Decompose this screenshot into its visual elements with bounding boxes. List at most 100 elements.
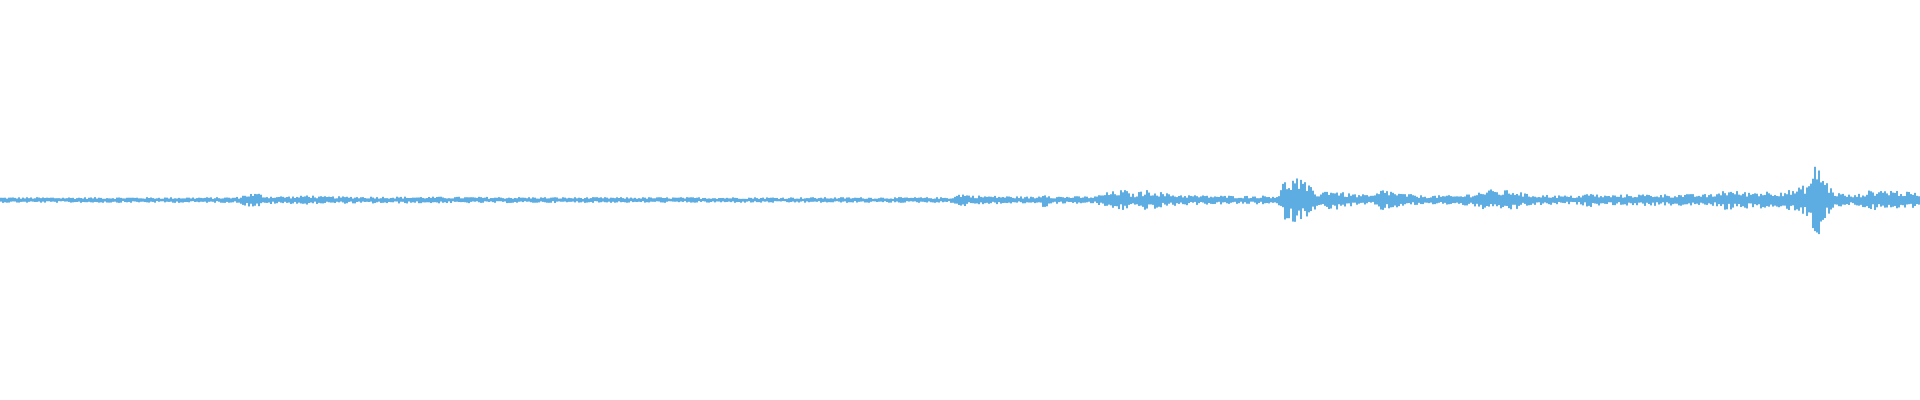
- waveform-bar: [1520, 192, 1522, 205]
- waveform-bar: [1678, 195, 1680, 206]
- waveform-bar: [1774, 195, 1776, 206]
- waveform-bar: [380, 198, 382, 203]
- waveform-bar: [1742, 193, 1744, 207]
- waveform-bar: [636, 198, 638, 203]
- waveform-bar: [996, 197, 998, 205]
- waveform-bar: [1698, 195, 1700, 205]
- waveform-bar: [1608, 195, 1610, 203]
- waveform-bar: [1422, 197, 1424, 205]
- waveform-bar: [218, 198, 220, 202]
- waveform-bar: [1624, 197, 1626, 205]
- waveform-bar: [1200, 196, 1202, 202]
- waveform-bar: [1514, 195, 1516, 205]
- waveform-bar: [1380, 190, 1382, 210]
- waveform-bar: [1376, 193, 1378, 205]
- waveform-bar: [552, 197, 554, 202]
- waveform-bar: [526, 198, 528, 202]
- waveform-bar: [610, 197, 612, 203]
- waveform-bar: [774, 197, 776, 202]
- waveform-bar: [1056, 197, 1058, 204]
- waveform-bar: [1732, 193, 1734, 208]
- waveform-bar: [748, 197, 750, 202]
- waveform-bar: [1474, 195, 1476, 207]
- waveform-bar: [1898, 195, 1900, 208]
- waveform-bar: [1892, 192, 1894, 207]
- waveform-bar: [184, 198, 186, 203]
- waveform-bar: [1048, 196, 1050, 204]
- waveform-bar: [490, 198, 492, 202]
- waveform-bar: [998, 196, 1000, 203]
- waveform-bar: [44, 197, 46, 203]
- waveform-bar: [114, 198, 116, 202]
- waveform-bar: [82, 198, 84, 203]
- waveform-bar: [548, 198, 550, 203]
- waveform-bar: [212, 198, 214, 202]
- waveform-bar: [1236, 198, 1238, 204]
- waveform-bar: [718, 198, 720, 202]
- waveform-bar: [1904, 195, 1906, 208]
- waveform-bar: [132, 197, 134, 202]
- waveform-bar: [266, 197, 268, 203]
- waveform-bar: [274, 197, 276, 204]
- waveform-bar: [1576, 197, 1578, 205]
- waveform-bar: [652, 198, 654, 202]
- waveform-bar: [1852, 197, 1854, 204]
- waveform-bar: [330, 196, 332, 203]
- waveform-bar: [1254, 196, 1256, 203]
- waveform-bar: [890, 198, 892, 203]
- waveform-bar: [1160, 192, 1162, 208]
- waveform-bar: [1338, 195, 1340, 205]
- waveform-bar: [1488, 190, 1490, 207]
- waveform-bar: [544, 197, 546, 203]
- waveform-bar: [844, 198, 846, 202]
- waveform-bar: [1716, 194, 1718, 207]
- waveform-bar: [688, 197, 690, 202]
- waveform-bar: [96, 198, 98, 203]
- waveform-bar: [796, 198, 798, 202]
- waveform-bar: [1264, 196, 1266, 204]
- waveform-bar: [1442, 196, 1444, 204]
- waveform-bar: [1342, 192, 1344, 205]
- waveform-bar: [536, 198, 538, 203]
- waveform-bar: [1772, 195, 1774, 207]
- waveform-bar: [1750, 194, 1752, 204]
- waveform-bar: [602, 198, 604, 202]
- waveform-bar: [750, 197, 752, 203]
- waveform-bar: [398, 197, 400, 204]
- waveform-bar: [1090, 197, 1092, 204]
- waveform-bar: [700, 198, 702, 202]
- waveform-bar: [1526, 193, 1528, 206]
- waveform-bar: [1334, 193, 1336, 206]
- waveform-bar: [940, 197, 942, 202]
- waveform-bar: [910, 197, 912, 202]
- waveform-bar: [1226, 197, 1228, 204]
- waveform-bar: [1784, 193, 1786, 206]
- waveform-bar: [1288, 188, 1290, 219]
- waveform-bar: [1874, 195, 1876, 210]
- waveform-bar: [618, 197, 620, 202]
- waveform-bar: [1404, 194, 1406, 205]
- waveform-bar: [0, 197, 2, 202]
- waveform-bar: [1792, 191, 1794, 206]
- waveform-bar: [1352, 194, 1354, 203]
- waveform-bar: [1766, 191, 1768, 207]
- waveform-bar: [208, 197, 210, 202]
- waveform-bar: [1870, 191, 1872, 210]
- waveform-bar: [896, 198, 898, 202]
- waveform-bar: [912, 197, 914, 202]
- waveform-bar: [1248, 198, 1250, 204]
- waveform-bar: [1718, 193, 1720, 205]
- waveform-bar: [170, 197, 172, 202]
- waveform-bar: [804, 198, 806, 203]
- waveform-bar: [242, 195, 244, 205]
- waveform-bar: [1024, 197, 1026, 204]
- waveform-bar: [1450, 196, 1452, 204]
- waveform-bar: [802, 198, 804, 202]
- waveform-bar: [388, 198, 390, 202]
- waveform-bar: [934, 198, 936, 203]
- waveform-bar: [64, 198, 66, 202]
- waveform-bar: [584, 198, 586, 203]
- waveform-bar: [782, 197, 784, 202]
- waveform-bar: [1290, 189, 1292, 209]
